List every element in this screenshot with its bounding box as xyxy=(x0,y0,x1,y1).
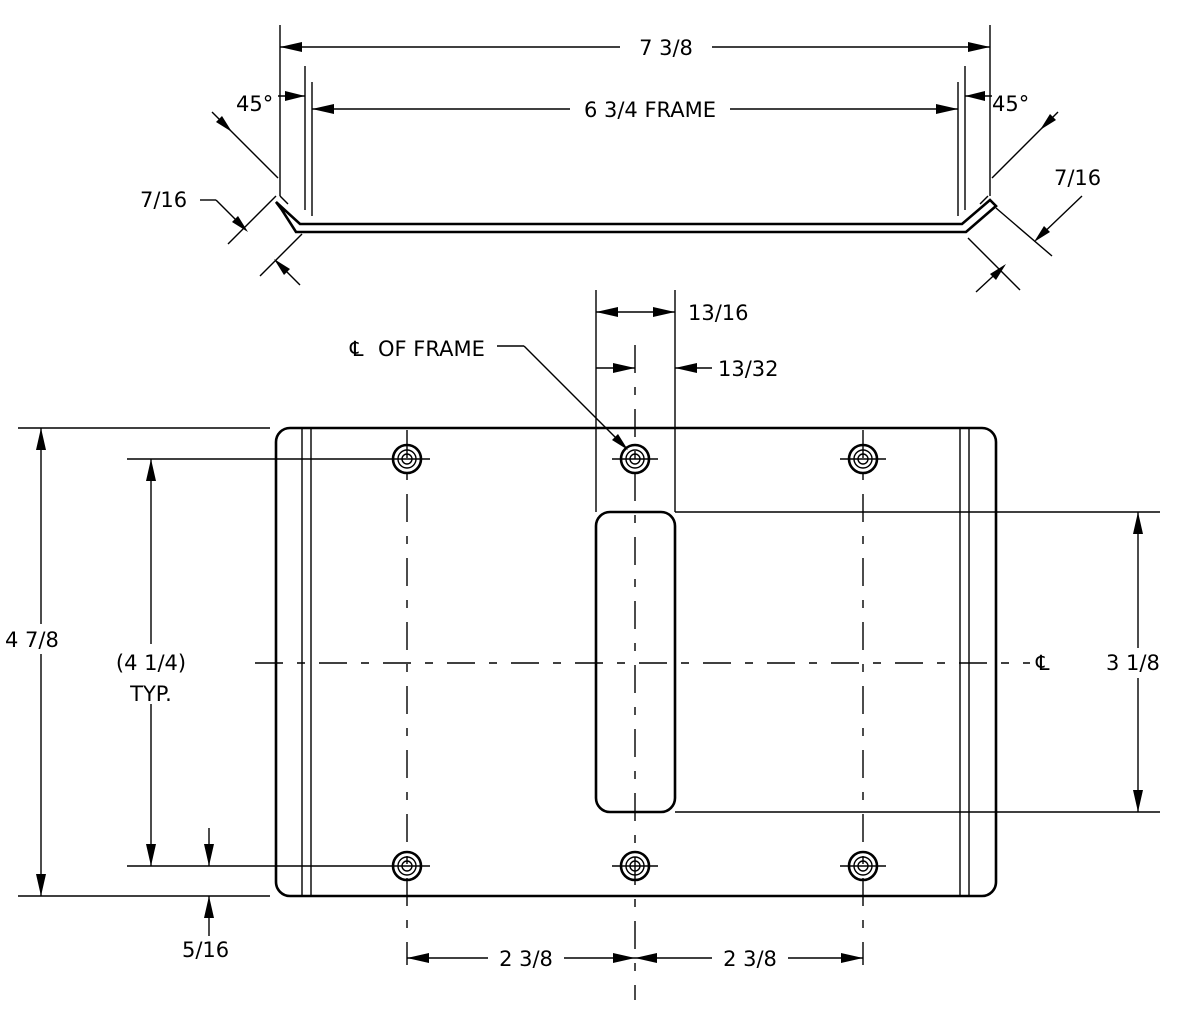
dim-hole-spacing-right: 2 3/8 xyxy=(723,947,777,971)
arrow-head xyxy=(312,104,334,114)
arrow-head xyxy=(36,874,46,896)
section-view: 7 3/8 6 3/4 FRAME 45° 45° 7/16 xyxy=(140,25,1101,293)
mounting-hole xyxy=(847,443,879,475)
mounting-hole xyxy=(619,443,651,475)
arrow-head xyxy=(1040,114,1056,130)
dim-frame-width-13-16: 13/16 xyxy=(688,301,749,325)
arrow-head xyxy=(990,264,1006,280)
arrow-head xyxy=(936,104,958,114)
mounting-hole xyxy=(619,850,651,882)
dim-line xyxy=(227,195,277,245)
angle-label-right: 45° xyxy=(992,92,1029,116)
dim-overall-height: 4 7/8 xyxy=(5,628,59,652)
arrow-head xyxy=(968,42,990,52)
centerline-symbol-right: ℄ xyxy=(1035,651,1050,675)
dim-frame-half-13-32: 13/32 xyxy=(718,357,779,381)
arrow-head xyxy=(204,844,214,866)
leader-line xyxy=(523,345,625,447)
dim-overall-width: 7 3/8 xyxy=(639,36,693,60)
dim-slot-height: 3 1/8 xyxy=(1106,651,1160,675)
arrow-head xyxy=(204,896,214,918)
arrow-head xyxy=(216,116,232,132)
arrow-head xyxy=(280,42,302,52)
centerline-symbol: ℄ xyxy=(349,337,364,361)
dim-edge-offset: 5/16 xyxy=(182,938,229,962)
arrow-head xyxy=(1133,790,1143,812)
arrow-head xyxy=(965,91,985,101)
plan-view: 13/16 13/32 ℄ OF FRAME ℄ 4 7/8 (4 1/4) T… xyxy=(2,290,1180,1000)
arrow-head xyxy=(612,434,628,450)
arrow-head xyxy=(596,307,618,317)
arrow-head xyxy=(274,259,290,275)
section-profile xyxy=(274,198,998,234)
arrow-head xyxy=(36,428,46,450)
dim-line xyxy=(259,233,303,277)
dim-flange-left: 7/16 xyxy=(140,188,187,212)
section-flange-tick-left xyxy=(279,195,289,205)
dim-hole-spacing-left: 2 3/8 xyxy=(499,947,553,971)
plate-outline xyxy=(274,426,998,898)
arrow-head xyxy=(232,216,248,232)
arrow-head xyxy=(675,363,697,373)
mounting-hole xyxy=(847,850,879,882)
arrow-head xyxy=(407,953,429,963)
arrow-head xyxy=(1034,226,1050,242)
dim-line xyxy=(967,237,1021,291)
dim-hole-spacing-vertical: (4 1/4) xyxy=(116,651,186,675)
dim-flange-right: 7/16 xyxy=(1054,166,1101,190)
dim-hole-spacing-note: TYP. xyxy=(129,682,172,706)
arrow-head xyxy=(285,91,305,101)
arrow-head xyxy=(635,953,657,963)
dim-line xyxy=(995,207,1053,257)
dim-frame-width: 6 3/4 FRAME xyxy=(584,98,716,122)
arrow-head xyxy=(653,307,675,317)
arrow-head xyxy=(146,844,156,866)
arrow-head xyxy=(841,953,863,963)
mounting-hole xyxy=(391,850,423,882)
mounting-hole xyxy=(391,443,423,475)
arrow-head xyxy=(146,459,156,481)
arrow-head xyxy=(1133,512,1143,534)
arrow-head xyxy=(613,953,635,963)
section-flange-tick-right xyxy=(979,195,989,205)
angle-label-left: 45° xyxy=(236,92,273,116)
arrow-head xyxy=(613,363,635,373)
centerline-callout: OF FRAME xyxy=(378,337,485,361)
